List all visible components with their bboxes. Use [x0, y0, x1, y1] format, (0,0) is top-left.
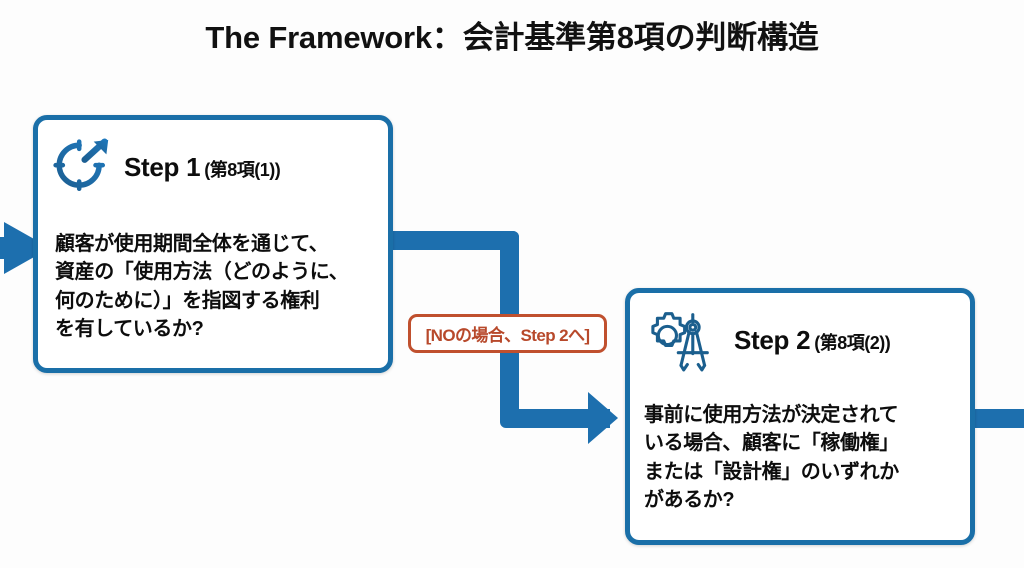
compass-arrow-icon: [52, 138, 110, 196]
no-branch-label: [NOの場合、Step 2へ]: [408, 314, 607, 353]
connector-step2-horizontal: [500, 409, 610, 428]
step2-body-text: 事前に使用方法が決定されて いる場合、顧客に「稼働権」 または「設計権」のいずれ…: [644, 404, 899, 512]
gear-drafting-compass-icon: [642, 307, 720, 373]
step2-title-text: Step 2: [734, 324, 811, 355]
step1-box[interactable]: Step 1(第8項(1)) 顧客が使用期間全体を通じて、 資産の「使用方法（ど…: [33, 115, 393, 373]
connector-step2-outgoing: [973, 409, 1024, 428]
connector-step1-horizontal: [391, 231, 519, 250]
step1-title: Step 1(第8項(1)): [124, 151, 281, 183]
step1-header: Step 1(第8項(1)): [52, 138, 281, 196]
step2-reference: (第8項(2)): [814, 332, 891, 353]
step2-box[interactable]: Step 2(第8項(2)) 事前に使用方法が決定されて いる場合、顧客に「稼働…: [625, 288, 975, 545]
step1-body-text: 顧客が使用期間全体を通じて、 資産の「使用方法（どのように、 何のために）」を指…: [55, 233, 349, 341]
page-title: The Framework：会計基準第8項の判断構造: [205, 20, 819, 55]
step1-reference: (第8項(1)): [204, 159, 281, 180]
step1-title-text: Step 1: [124, 151, 201, 182]
connector-arrowhead-icon: [588, 392, 618, 444]
step2-title: Step 2(第8項(2)): [734, 324, 891, 356]
step2-header: Step 2(第8項(2)): [642, 307, 891, 373]
